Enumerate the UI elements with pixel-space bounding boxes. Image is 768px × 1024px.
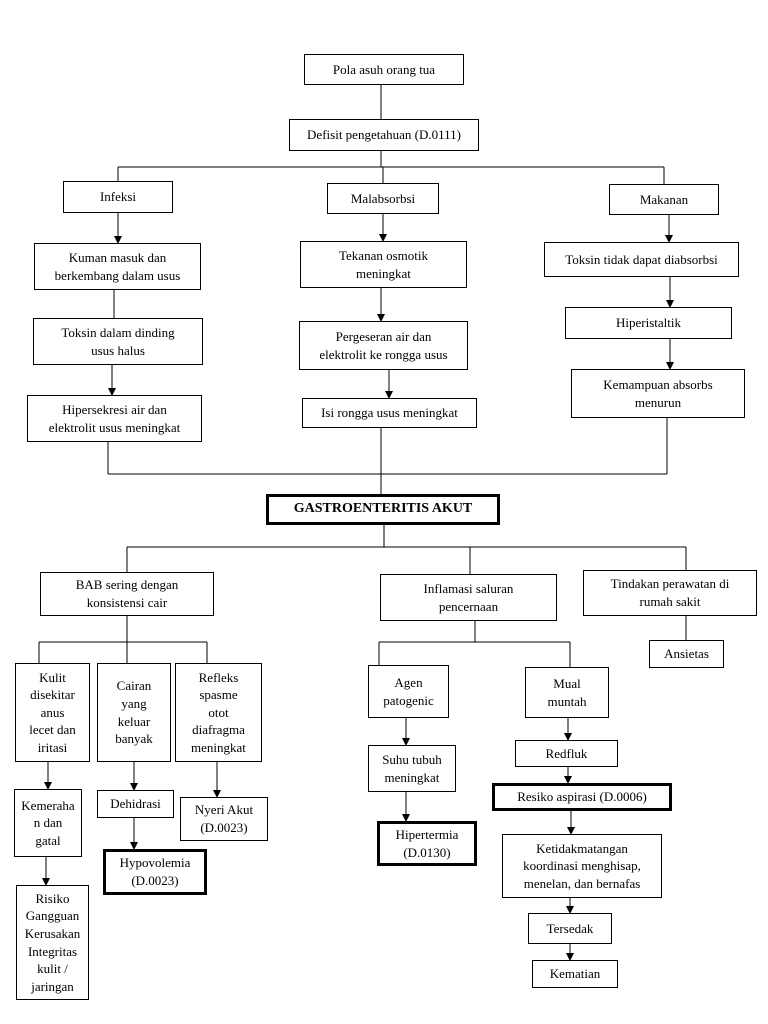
node-malabsorbsi: Malabsorbsi [327, 183, 439, 214]
node-refleks-spasme: Refleks spasme otot diafragma meningkat [175, 663, 262, 762]
node-hypovolemia: Hypovolemia (D.0023) [103, 849, 207, 895]
node-isi-rongga: Isi rongga usus meningkat [302, 398, 477, 428]
node-tindakan-perawatan: Tindakan perawatan di rumah sakit [583, 570, 757, 616]
node-kuman-masuk: Kuman masuk dan berkembang dalam usus [34, 243, 201, 290]
node-ansietas: Ansietas [649, 640, 724, 668]
node-suhu-tubuh: Suhu tubuh meningkat [368, 745, 456, 792]
node-gastroenteritis-akut: GASTROENTERITIS AKUT [266, 494, 500, 525]
node-toksin-dinding: Toksin dalam dinding usus halus [33, 318, 203, 365]
node-kematian: Kematian [532, 960, 618, 988]
node-defisit-pengetahuan: Defisit pengetahuan (D.0111) [289, 119, 479, 151]
node-dehidrasi: Dehidrasi [97, 790, 174, 818]
node-hipersekresi: Hipersekresi air dan elektrolit usus men… [27, 395, 202, 442]
node-kemerahan-gatal: Kemeraha n dan gatal [14, 789, 82, 857]
node-hiperistaltik: Hiperistaltik [565, 307, 732, 339]
node-cairan-keluar: Cairan yang keluar banyak [97, 663, 171, 762]
node-redfluk: Redfluk [515, 740, 618, 767]
node-risiko-gangguan-kulit: Risiko Gangguan Kerusakan Integritas kul… [16, 885, 89, 1000]
node-pergeseran-air: Pergeseran air dan elektrolit ke rongga … [299, 321, 468, 370]
node-toksin-tidak: Toksin tidak dapat diabsorbsi [544, 242, 739, 277]
node-bab-sering: BAB sering dengan konsistensi cair [40, 572, 214, 616]
node-resiko-aspirasi: Resiko aspirasi (D.0006) [492, 783, 672, 811]
node-tersedak: Tersedak [528, 913, 612, 944]
node-makanan: Makanan [609, 184, 719, 215]
node-pola-asuh: Pola asuh orang tua [304, 54, 464, 85]
node-kemampuan-absorbs: Kemampuan absorbs menurun [571, 369, 745, 418]
node-agen-patogenic: Agen patogenic [368, 665, 449, 718]
node-ketidakmatangan: Ketidakmatangan koordinasi menghisap, me… [502, 834, 662, 898]
node-kulit-lecet: Kulit disekitar anus lecet dan iritasi [15, 663, 90, 762]
node-hipertermia: Hipertermia (D.0130) [377, 821, 477, 866]
node-nyeri-akut: Nyeri Akut (D.0023) [180, 797, 268, 841]
node-mual-muntah: Mual muntah [525, 667, 609, 718]
node-inflamasi: Inflamasi saluran pencernaan [380, 574, 557, 621]
node-tekanan-osmotik: Tekanan osmotik meningkat [300, 241, 467, 288]
node-infeksi: Infeksi [63, 181, 173, 213]
